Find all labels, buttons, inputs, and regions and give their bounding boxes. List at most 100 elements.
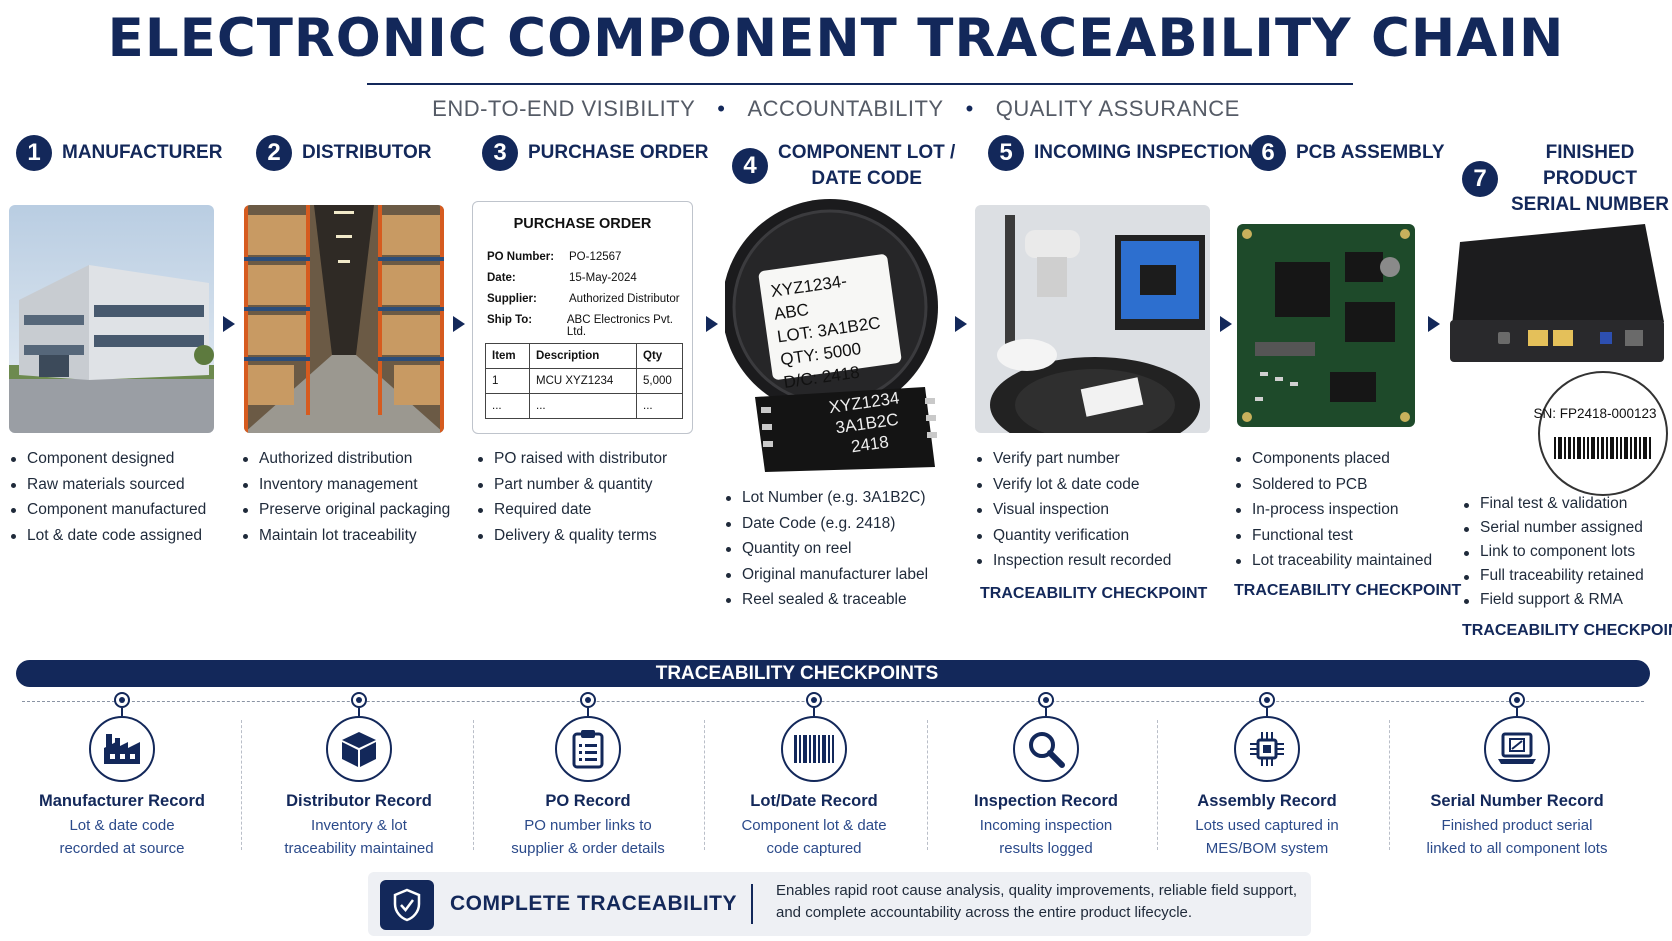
flow-arrow-icon	[223, 316, 235, 332]
description-line: recorded at source	[59, 840, 185, 857]
list-item: Full traceability retained	[1462, 564, 1644, 588]
stage-6-header: 6 PCB ASSEMBLY	[1250, 135, 1445, 171]
checkpoints-band	[16, 660, 1650, 687]
checkpoint-title: Distributor Record	[286, 792, 432, 810]
stage-7-header: 7 FINISHED PRODUCT SERIAL NUMBER	[1462, 140, 1672, 218]
serial-number-text: SN: FP2418-000123	[1533, 406, 1657, 421]
timeline-pin	[1259, 692, 1275, 708]
footer-title: COMPLETE TRACEABILITY	[450, 892, 737, 915]
traceability-checkpoint-label: TRACEABILITY CHECKPOINT	[1234, 582, 1462, 599]
po-field: Date:15-May-2024	[487, 272, 637, 284]
list-item: Quantity on reel	[724, 536, 928, 562]
list-item: Components placed	[1234, 446, 1432, 472]
stage-title: MANUFACTURER	[62, 142, 223, 163]
stage-number: 2	[256, 135, 292, 171]
po-field-value: PO-12567	[569, 251, 622, 263]
column-divider	[241, 720, 242, 850]
factory-icon	[89, 716, 155, 782]
list-item: Date Code (e.g. 2418)	[724, 511, 928, 537]
column-divider	[704, 720, 705, 850]
stage-3-bullets: PO raised with distributor Part number &…	[476, 446, 667, 548]
list-item: Maintain lot traceability	[241, 523, 450, 549]
list-item: Verify part number	[975, 446, 1171, 472]
pcb-image	[1235, 222, 1417, 429]
pin-stem	[1266, 708, 1268, 716]
stage-title: COMPONENT LOT / DATE CODE	[778, 140, 955, 192]
description-line: results logged	[999, 840, 1093, 857]
po-table: Item Description Qty 1 MCU XYZ1234 5,000…	[485, 343, 683, 419]
separator-dot: •	[717, 96, 726, 121]
product-image	[1450, 222, 1665, 372]
title-divider	[367, 83, 1353, 85]
footer-banner	[368, 872, 1311, 936]
description-line: Component lot & date	[741, 817, 887, 834]
po-card-title: PURCHASE ORDER	[513, 216, 652, 232]
po-field-value: Authorized Distributor	[569, 293, 680, 305]
list-item: Final test & validation	[1462, 492, 1644, 516]
list-item: In-process inspection	[1234, 497, 1432, 523]
timeline-pin	[114, 692, 130, 708]
stage-number: 6	[1250, 135, 1286, 171]
checkpoint-title: Assembly Record	[1197, 792, 1337, 810]
po-cell: ...	[529, 393, 637, 419]
list-item: Part number & quantity	[476, 472, 667, 498]
po-cell: 1	[485, 368, 530, 394]
footer-description: Enables rapid root cause analysis, quali…	[776, 880, 1306, 924]
stage-number: 4	[732, 148, 768, 184]
checkpoint-title: Lot/Date Record	[750, 792, 878, 810]
timeline-pin	[1038, 692, 1054, 708]
list-item: Lot traceability maintained	[1234, 548, 1432, 574]
stage-4-header: 4 COMPONENT LOT / DATE CODE	[732, 140, 955, 192]
pin-stem	[1516, 708, 1518, 716]
flow-arrow-icon	[706, 316, 718, 332]
checkpoints-band-title: TRACEABILITY CHECKPOINTS	[655, 663, 939, 684]
stage-title: INCOMING INSPECTION	[1034, 142, 1253, 163]
po-field-value: 15-May-2024	[569, 272, 637, 284]
po-cell: 5,000	[636, 368, 683, 394]
chip-icon	[1234, 716, 1300, 782]
list-item: Lot & date code assigned	[9, 523, 206, 549]
list-item: Link to component lots	[1462, 540, 1644, 564]
po-field-key: Supplier:	[487, 293, 537, 305]
timeline-pin	[351, 692, 367, 708]
list-item: Preserve original packaging	[241, 497, 450, 523]
stage-title: PCB ASSEMBLY	[1296, 142, 1445, 163]
stage-title-line: SERIAL NUMBER	[1511, 194, 1669, 215]
stage-number: 1	[16, 135, 52, 171]
checkpoint-title: PO Record	[545, 792, 631, 810]
list-item: Original manufacturer label	[724, 562, 928, 588]
flow-arrow-icon	[955, 316, 967, 332]
inspection-image	[975, 205, 1210, 433]
po-field: Ship To:ABC Electronics Pvt. Ltd.	[487, 314, 692, 338]
purchase-order-card: PURCHASE ORDER PO Number:PO-12567 Date:1…	[472, 201, 693, 434]
timeline-pin	[806, 692, 822, 708]
stage-5-header: 5 INCOMING INSPECTION	[988, 135, 1253, 171]
checkpoint-title: Manufacturer Record	[39, 792, 205, 810]
description-line: Lots used captured in	[1195, 817, 1339, 834]
description-line: Finished product serial	[1441, 817, 1593, 834]
list-item: Functional test	[1234, 523, 1432, 549]
pin-stem	[587, 708, 589, 716]
subtitle-item: ACCOUNTABILITY	[747, 96, 944, 121]
footer-line: and complete accountability across the e…	[776, 904, 1193, 921]
footer-divider	[751, 884, 753, 924]
stage-title-line: FINISHED PRODUCT	[1543, 142, 1637, 189]
stage-3-header: 3 PURCHASE ORDER	[482, 135, 709, 171]
list-item: Field support & RMA	[1462, 588, 1644, 612]
column-divider	[927, 720, 928, 850]
description-line: PO number links to	[524, 817, 652, 834]
po-field: Supplier: Authorized Distributor	[487, 293, 680, 305]
checkpoint-title: Serial Number Record	[1430, 792, 1604, 810]
description-line: code captured	[766, 840, 862, 857]
po-cell: ...	[636, 393, 683, 419]
description-line: supplier & order details	[511, 840, 665, 857]
flow-arrow-icon	[1220, 316, 1232, 332]
po-field: PO Number:PO-12567	[487, 251, 621, 263]
stage-title: DISTRIBUTOR	[302, 142, 432, 163]
description-line: traceability maintained	[284, 840, 434, 857]
